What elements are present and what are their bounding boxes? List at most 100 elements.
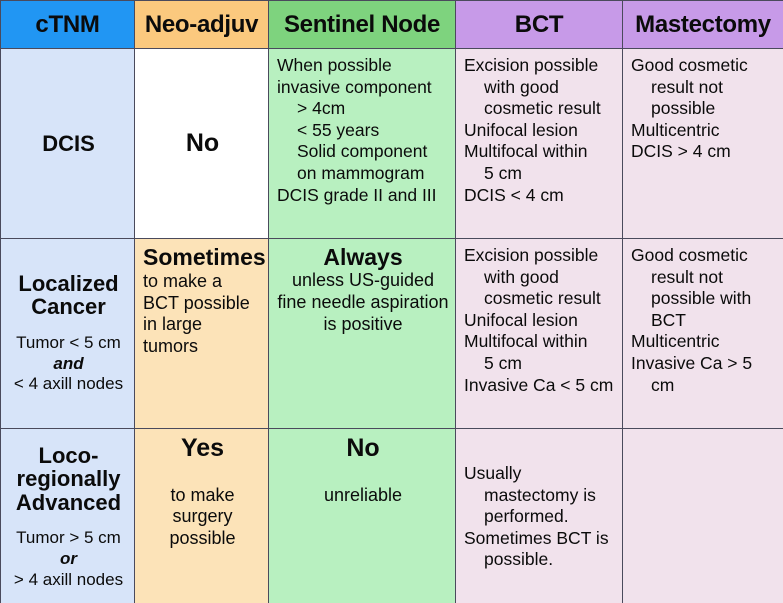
list-item: positive: [341, 314, 403, 335]
list-item: large tumors: [143, 314, 203, 357]
column-header-ctnm: cTNM: [0, 0, 135, 49]
stage-conjunction: or: [60, 548, 77, 568]
bct-criteria-list: Excision possible with good cosmetic res…: [464, 55, 616, 206]
cell-sentinel-node-dcis: When possible invasive component > 4cm <…: [268, 48, 456, 239]
cell-bct-dcis: Excision possible with good cosmetic res…: [455, 48, 623, 239]
list-item: When possible: [277, 55, 392, 75]
stage-criteria: Tumor < 5 cm and < 4 axill nodes: [14, 333, 123, 395]
list-item: performed.: [484, 506, 569, 527]
sentinel-node-detail: unless US-guided fine needle aspiration …: [277, 270, 449, 336]
list-item: Multicentric: [631, 331, 720, 352]
stage-criterion: Tumor < 5 cm: [16, 332, 121, 352]
column-header-bct: BCT: [455, 0, 623, 49]
list-item: Multifocal within: [464, 141, 588, 162]
list-item: DCIS grade II and III: [277, 184, 437, 205]
cell-stage-loco-regionally-advanced: Loco-regionally Advanced Tumor > 5 cm or…: [0, 428, 135, 603]
list-item: cosmetic result: [484, 288, 601, 309]
cell-bct-loco-regionally-advanced: Usually mastectomy is performed. Sometim…: [455, 428, 623, 603]
stage-conjunction: and: [53, 353, 84, 373]
sentinel-node-answer: Always: [323, 244, 403, 270]
list-item: Invasive Ca < 5 cm: [464, 374, 614, 395]
list-item: Unifocal lesion: [464, 119, 578, 140]
cell-neoadjuvant-loco-regionally-advanced: Yes to make surgery possible: [134, 428, 269, 603]
sentinel-node-detail: unreliable: [277, 485, 449, 507]
cell-neoadjuvant-dcis: No: [134, 48, 269, 239]
list-item: Usually: [464, 462, 522, 483]
table-header-row: cTNM Neo-adjuv Sentinel Node BCT Mastect…: [0, 0, 783, 49]
stage-title: Localized Cancer: [18, 270, 119, 320]
empty-cell: [623, 429, 783, 603]
list-item: 5 cm: [484, 353, 522, 374]
table-row: Localized Cancer Tumor < 5 cm and < 4 ax…: [0, 238, 783, 429]
bct-criteria-list: Excision possible with good cosmetic res…: [464, 245, 616, 396]
list-item: Excision possible: [464, 55, 599, 75]
stage-criterion: Tumor > 5 cm: [16, 528, 121, 548]
list-item: to make a BCT: [143, 271, 223, 313]
column-header-neo-adjuv: Neo-adjuv: [134, 0, 269, 49]
list-item: BCT: [651, 309, 686, 330]
list-item: cosmetic result: [484, 98, 601, 119]
mastectomy-criteria-list: Good cosmetic result not possible with B…: [631, 245, 777, 396]
list-item: Excision possible: [464, 245, 599, 265]
stage-criterion: > 4 axill nodes: [13, 569, 124, 589]
list-item: with good: [484, 266, 559, 287]
list-item: with good: [484, 76, 559, 97]
stage-criterion: < 4 axill nodes: [13, 374, 124, 394]
neoadjuvant-answer: No: [185, 128, 220, 157]
neoadjuvant-detail: to make surgery possible: [143, 485, 262, 551]
cell-stage-localized-cancer: Localized Cancer Tumor < 5 cm and < 4 ax…: [0, 238, 135, 429]
list-item: possible with: [651, 288, 752, 309]
cell-sentinel-node-loco-regionally-advanced: No unreliable: [268, 428, 456, 603]
list-item: possible: [169, 528, 236, 549]
list-item: Invasive Ca > 5: [631, 353, 753, 374]
list-item: unreliable: [323, 484, 403, 505]
neoadjuvant-answer: Yes: [180, 434, 225, 462]
list-item: Multifocal within: [464, 331, 588, 352]
cell-mastectomy-localized-cancer: Good cosmetic result not possible with B…: [622, 238, 783, 429]
list-item: on mammogram: [297, 163, 425, 184]
bct-criteria-list: Usually mastectomy is performed. Sometim…: [464, 463, 616, 571]
list-item: invasive component: [277, 76, 432, 97]
cell-mastectomy-loco-regionally-advanced: [622, 428, 783, 603]
cell-mastectomy-dcis: Good cosmetic result not possible Multic…: [622, 48, 783, 239]
list-item: possible.: [484, 549, 554, 570]
column-header-sentinel-node: Sentinel Node: [268, 0, 456, 49]
cell-bct-localized-cancer: Excision possible with good cosmetic res…: [455, 238, 623, 429]
list-item: Multicentric: [631, 119, 720, 140]
list-item: DCIS < 4 cm: [464, 184, 564, 205]
mastectomy-criteria-list: Good cosmetic result not possible Multic…: [631, 55, 777, 163]
list-item: Unifocal lesion: [464, 309, 578, 330]
sentinel-node-criteria-list: When possible invasive component > 4cm <…: [277, 55, 449, 206]
stage-title: Loco-regionally Advanced: [15, 442, 122, 515]
list-item: surgery: [172, 506, 233, 527]
neoadjuvant-detail: to make a BCT possible in large tumors: [143, 271, 262, 357]
list-item: Good cosmetic: [631, 245, 748, 265]
list-item: result not: [651, 76, 723, 97]
list-item: Sometimes BCT is: [464, 527, 609, 548]
cell-neoadjuvant-localized-cancer: Sometimes to make a BCT possible in larg…: [134, 238, 269, 429]
neoadjuvant-answer: Sometimes: [143, 244, 266, 270]
list-item: 5 cm: [484, 163, 522, 184]
list-item: DCIS > 4 cm: [631, 141, 731, 162]
list-item: result not: [651, 266, 723, 287]
list-item: mastectomy is: [484, 484, 596, 505]
list-item: < 55 years: [297, 119, 380, 140]
list-item: fine needle: [277, 292, 366, 313]
list-item: cm: [651, 374, 675, 395]
list-item: aspiration is: [323, 292, 449, 335]
table-row: Loco-regionally Advanced Tumor > 5 cm or…: [0, 428, 783, 603]
list-item: Good cosmetic: [631, 55, 748, 75]
table-row: DCIS No When possible invasive component…: [0, 48, 783, 239]
list-item: possible in: [143, 292, 250, 335]
cell-sentinel-node-localized-cancer: Always unless US-guided fine needle aspi…: [268, 238, 456, 429]
stage-criteria: Tumor > 5 cm or > 4 axill nodes: [14, 528, 123, 590]
column-header-mastectomy: Mastectomy: [622, 0, 783, 49]
list-item: to make: [170, 484, 235, 505]
sentinel-node-answer: No: [346, 434, 380, 462]
list-item: possible: [651, 98, 716, 119]
list-item: > 4cm: [297, 98, 346, 119]
cell-stage-dcis: DCIS: [0, 48, 135, 239]
list-item: Solid component: [297, 141, 428, 162]
